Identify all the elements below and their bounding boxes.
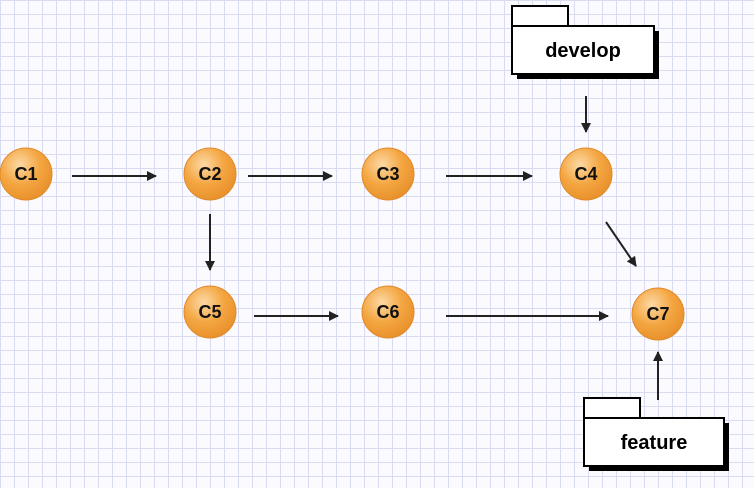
commit-circle xyxy=(361,147,415,201)
branch-tag-feature[interactable]: feature xyxy=(583,397,729,471)
branch-tag-label: feature xyxy=(621,432,688,454)
branch-tag-develop[interactable]: develop xyxy=(511,5,659,79)
commit-label: C4 xyxy=(574,164,597,184)
commit-label: C3 xyxy=(376,164,399,184)
commit-node-c2[interactable]: C2 xyxy=(183,147,237,201)
branch-tag-tab xyxy=(511,5,569,27)
branch-tag-box xyxy=(583,417,725,467)
commit-circle xyxy=(631,287,685,341)
commit-circle xyxy=(183,147,237,201)
commit-circle xyxy=(0,147,53,201)
commit-circle xyxy=(183,285,237,339)
commit-label: C2 xyxy=(198,164,221,184)
commit-circle xyxy=(361,285,415,339)
commit-node-c3[interactable]: C3 xyxy=(361,147,415,201)
commit-node-c7[interactable]: C7 xyxy=(631,287,685,341)
commit-label: C5 xyxy=(198,302,221,322)
branch-tag-box xyxy=(511,25,655,75)
commit-circle xyxy=(559,147,613,201)
branch-tag-tab xyxy=(583,397,641,419)
commit-node-c4[interactable]: C4 xyxy=(559,147,613,201)
commit-label: C7 xyxy=(646,304,669,324)
edges-layer xyxy=(72,171,637,321)
branch-tags-layer: develop feature xyxy=(511,5,729,471)
commit-label: C6 xyxy=(376,302,399,322)
branch-tag-label: develop xyxy=(545,40,621,62)
commit-node-c1[interactable]: C1 xyxy=(0,147,53,201)
commit-node-c5[interactable]: C5 xyxy=(183,285,237,339)
commit-node-c6[interactable]: C6 xyxy=(361,285,415,339)
edge-c4-to-c7 xyxy=(605,221,637,267)
commit-label: C1 xyxy=(14,164,37,184)
